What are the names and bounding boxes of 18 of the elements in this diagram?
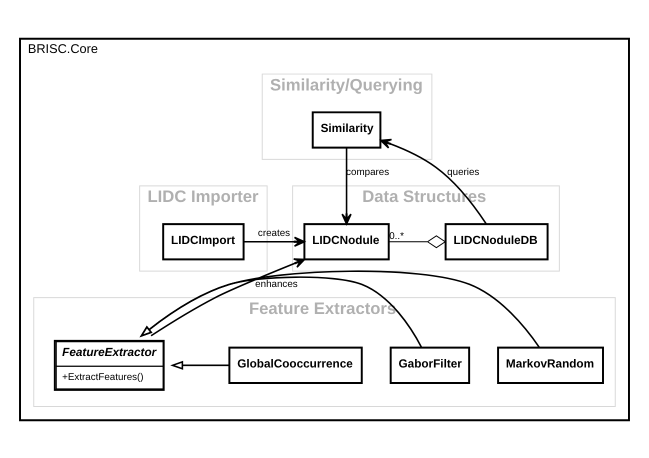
node-box: LIDCNoduleDB <box>444 222 549 260</box>
edge-label: creates <box>258 227 290 238</box>
arrow <box>150 258 306 336</box>
arrow <box>140 276 422 348</box>
arrow <box>341 147 352 224</box>
node-box: Similarity <box>312 110 382 148</box>
node-box: LIDCImport <box>162 222 245 260</box>
edge-label: enhances <box>255 278 298 290</box>
node-box: GaborFilter <box>390 346 470 384</box>
connector <box>388 234 446 248</box>
arrow <box>170 360 230 370</box>
node-box: LIDCNodule <box>303 222 390 260</box>
node-box: GlobalCooccurrence <box>228 346 363 384</box>
edge-label: queries <box>447 166 480 178</box>
node-box: MarkovRandom <box>497 346 604 384</box>
arrow <box>244 236 306 246</box>
edge-label: 0..* <box>389 230 404 242</box>
arrow <box>140 270 540 348</box>
